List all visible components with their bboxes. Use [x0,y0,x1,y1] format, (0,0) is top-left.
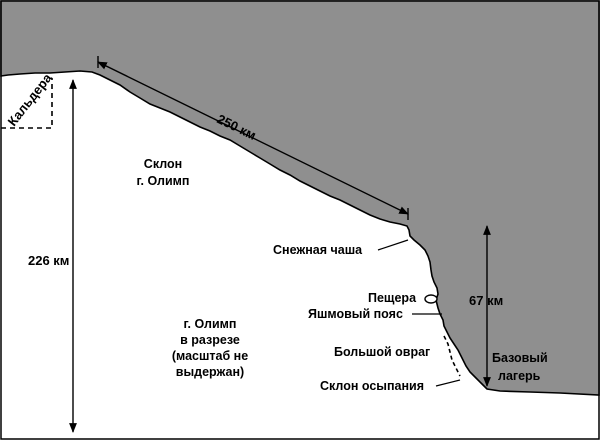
base-camp-label-line1: Базовый [492,351,548,365]
caldera-outline [1,78,53,129]
cave-marker [424,294,438,304]
base-camp-label-line2: лагерь [498,369,541,383]
snow-bowl-label: Снежная чаша [273,243,363,257]
slope-label-line2: г. Олимп [137,174,190,188]
cliff-height-label: 67 км [469,293,503,308]
section-label-line2: в разрезе [180,333,240,347]
scree-slope-pointer [435,379,461,387]
height-total-label: 226 км [28,253,69,268]
big-ravine-label: Большой овраг [334,345,430,359]
jasper-belt-label: Яшмовый пояс [308,307,403,321]
big-ravine-path [443,335,461,377]
slope-label-line1: Склон [144,157,182,171]
summit-distance-arrow [97,61,409,215]
section-label-line1: г. Олимп [184,317,237,331]
snow-bowl-pointer [377,239,409,251]
cave-label: Пещера [368,291,417,305]
section-label-line3: (масштаб не [172,349,248,363]
section-label-line4: выдержан) [176,365,244,379]
scree-slope-label: Склон осыпания [320,379,424,393]
